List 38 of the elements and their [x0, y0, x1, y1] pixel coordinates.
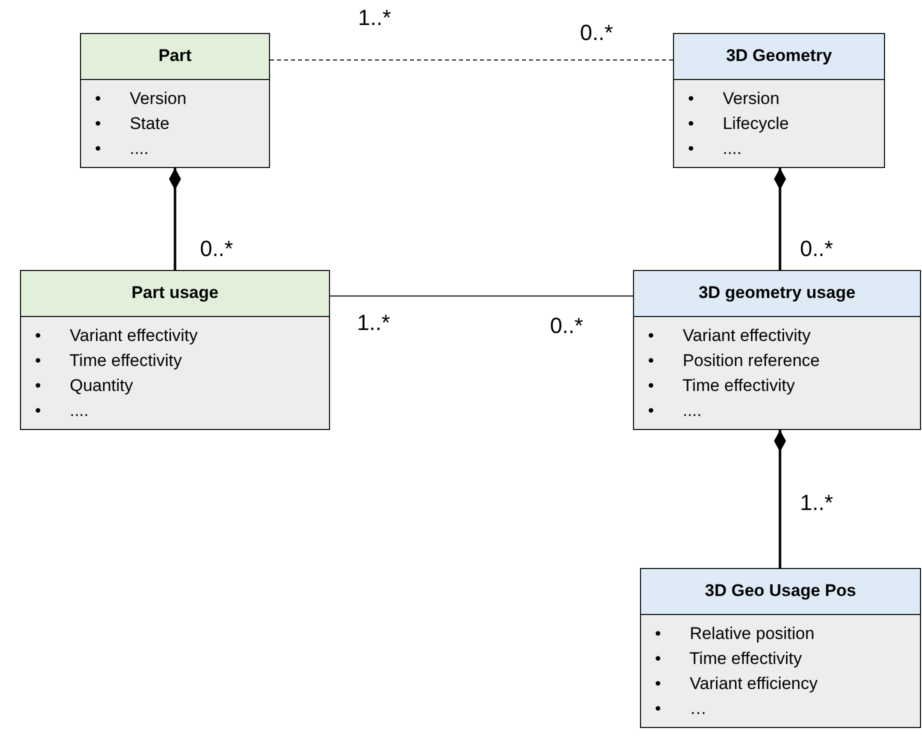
multiplicity-label: 0..* — [580, 20, 614, 46]
attribute-item: • Time effectivity — [35, 350, 183, 372]
class-box — [640, 568, 921, 728]
attribute-item: • Lifecycle — [688, 113, 790, 135]
attribute-item: • Variant effectivity — [648, 325, 812, 347]
class-box — [20, 270, 330, 430]
attribute-item: • Time effectivity — [655, 648, 803, 670]
attribute-item: • .... — [648, 400, 703, 422]
composition-line — [774, 430, 786, 568]
attribute-item: • .... — [688, 138, 743, 160]
composition-line — [774, 168, 786, 270]
attribute-item: • State — [95, 113, 170, 135]
attribute-item: • Version — [688, 88, 780, 110]
multiplicity-label: 1..* — [800, 490, 834, 516]
attribute-item: • Variant effectivity — [35, 325, 199, 347]
class-box — [633, 270, 921, 430]
attribute-item: • Position reference — [648, 350, 821, 372]
attribute-item: • Quantity — [35, 375, 134, 397]
attribute-item: • Time effectivity — [648, 375, 796, 397]
class-name: 3D Geo Usage Pos — [641, 569, 920, 615]
attribute-item: • Version — [95, 88, 188, 110]
attribute-item: • Relative position — [655, 623, 816, 645]
attribute-item: • Variant efficiency — [655, 673, 819, 695]
attribute-item: • … — [655, 698, 708, 720]
attribute-item: • .... — [35, 400, 90, 422]
class-name: Part — [81, 34, 269, 80]
class-box — [673, 33, 885, 168]
multiplicity-label: 1..* — [357, 310, 390, 336]
class-name: 3D geometry usage — [634, 271, 920, 317]
multiplicity-label: 1..* — [358, 5, 392, 31]
composition-line — [169, 168, 181, 270]
attribute-item: • .... — [95, 138, 150, 160]
multiplicity-label: 0..* — [800, 236, 834, 262]
class-box — [80, 33, 270, 168]
multiplicity-label: 0..* — [550, 313, 584, 339]
class-name: 3D Geometry — [674, 34, 884, 80]
multiplicity-label: 0..* — [200, 236, 234, 262]
class-name: Part usage — [21, 271, 329, 317]
